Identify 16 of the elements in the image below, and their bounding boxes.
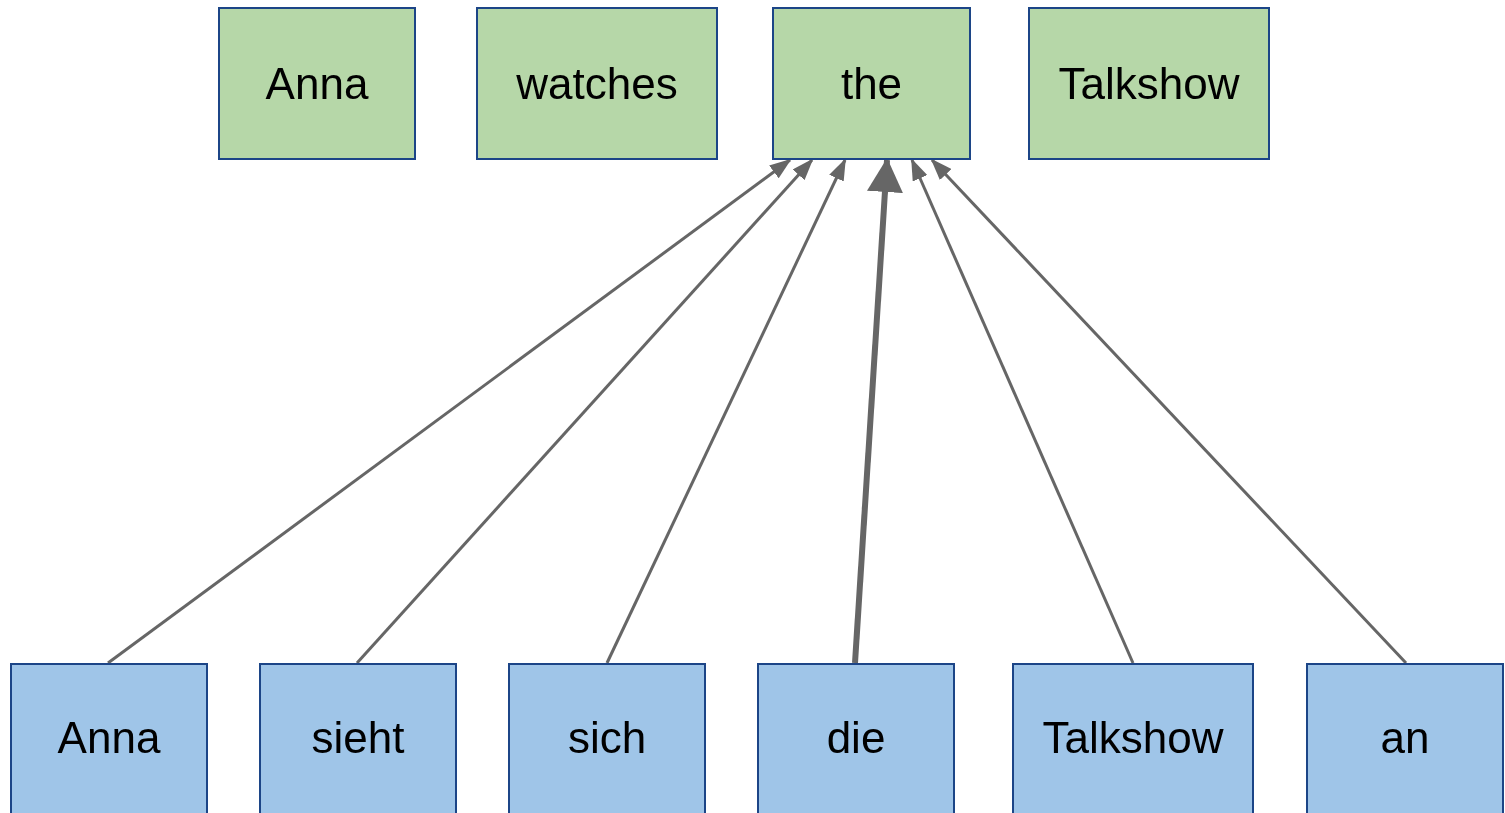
arrow bbox=[107, 158, 792, 665]
arrow bbox=[910, 158, 1135, 664]
arrow bbox=[930, 158, 1408, 665]
word-box: Anna bbox=[218, 7, 416, 160]
word-box: sieht bbox=[259, 663, 457, 813]
word-box: sich bbox=[508, 663, 706, 813]
arrow bbox=[605, 158, 847, 664]
word-box: Anna bbox=[10, 663, 208, 813]
word-box: watches bbox=[476, 7, 718, 160]
arrow bbox=[355, 158, 814, 664]
word-box: die bbox=[757, 663, 955, 813]
word-box: the bbox=[772, 7, 971, 160]
word-box: Talkshow bbox=[1012, 663, 1254, 813]
word-box: an bbox=[1306, 663, 1504, 813]
arrow bbox=[852, 158, 903, 664]
word-box: Talkshow bbox=[1028, 7, 1270, 160]
